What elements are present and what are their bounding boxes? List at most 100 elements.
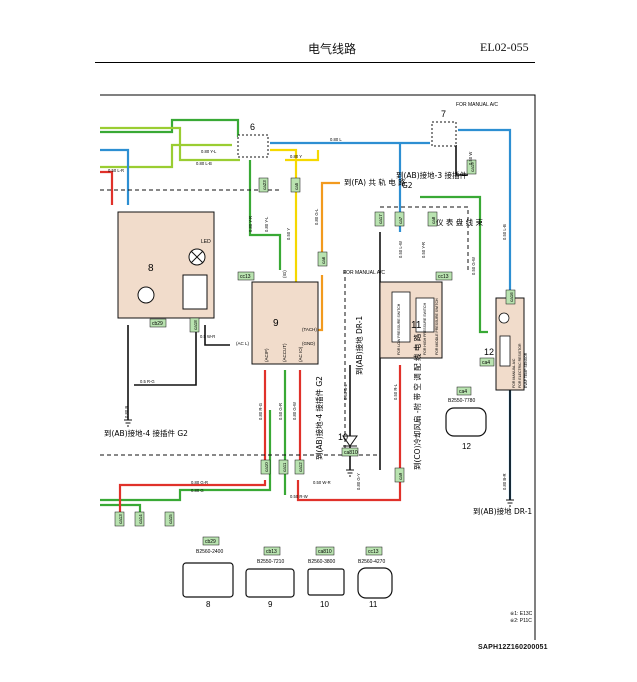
tag-t18-label: ca18: [193, 320, 198, 330]
tag-t23: [258, 177, 269, 193]
label-ab3-b: G2: [402, 181, 413, 190]
header-rule: [95, 62, 535, 63]
tag-t11-label: ca11: [282, 462, 287, 472]
component-12-lbl-b: FOR ELECTRIC RESISTOR: [518, 343, 522, 388]
pin-acio: (AC IO): [298, 346, 303, 362]
wire-label-080l: 0.80 L: [330, 137, 342, 142]
tag-t6: [317, 251, 328, 267]
connector-8-body: [182, 562, 234, 598]
connector-views: cb29 B2560-2400 8 cb13 B2550-7210 9 ca81…: [182, 386, 487, 609]
led-cross-icon: [190, 250, 204, 264]
tag-t8: [427, 211, 438, 227]
tag-cc13-11: [435, 271, 453, 281]
tag-cb29-label: cb29: [152, 321, 163, 327]
component-8-led: LED: [201, 239, 211, 245]
wire-label-050bl: 0.50 B-L: [343, 383, 348, 400]
connector-11-number: 11: [369, 600, 378, 609]
wire-labels: 0.80 L 0.80 Y-L 0.80 Y 0.50 L-R 0.80 L-B…: [108, 137, 507, 499]
component-11-note: FOR MANUAL A/C: [343, 270, 385, 276]
wire-label-050yr: 0.50 Y-R: [421, 242, 426, 258]
label-ab3-a: 到(AB)接地-3 接插件: [396, 170, 467, 180]
connector-10-tag: [315, 546, 335, 556]
diode-icon: [342, 435, 358, 447]
wire-label-050gr: 0.50 G-R: [278, 403, 283, 420]
label-ab1-mid: 到(AB)接地 DR-1: [354, 316, 364, 375]
wire-green-right: [420, 195, 488, 334]
connector-8-number: 8: [206, 600, 211, 609]
wire-label-080gw: 0.80 G-W: [292, 402, 297, 420]
connector-9-number: 9: [268, 600, 273, 609]
wire-label-080lb: 0.80 L-B: [196, 161, 212, 166]
ground-icon-10: [346, 469, 354, 477]
wire-black-8c: [204, 325, 230, 346]
tag-t13: [114, 511, 125, 527]
legend-2: ※2: P11C: [510, 618, 532, 624]
tag-t18: [189, 317, 200, 333]
wire-label-080br: 0.80 B-R: [502, 473, 507, 490]
legend: ※1: E13C ※2: P11C: [510, 611, 533, 624]
tag-t16-label: ca16: [509, 292, 514, 302]
tag-t5-label: ca5: [294, 182, 299, 190]
pin-acip: (ACIP): [264, 348, 269, 362]
label-cooling: 到(CO)冷却风扇 -附 带 空 调 配 线 电 路: [412, 333, 422, 470]
wire-label-080yl2: 0.80 Y-L: [264, 216, 269, 232]
wire-label-050lb: 0.50 L-B: [502, 224, 507, 240]
wire-label-050rl: 0.50 R-L: [393, 383, 398, 400]
component-12-motor-icon: [498, 312, 510, 324]
destination-labels: 到(FA) 共 轨 电 路 到(AB)接地-3 接插件 G2 到(AB)接地-4…: [104, 170, 532, 516]
wire-label-050gw: 0.50 G-W: [471, 257, 476, 275]
component-11-lbl-a: FOR LOW PRESSURE SWITCH: [397, 303, 401, 355]
component-6: 6: [237, 122, 269, 158]
wire-label-050lw: 0.50 L-W: [398, 241, 403, 258]
connector-12-part: B2550-7780: [448, 398, 475, 404]
component-7-body: [431, 121, 457, 147]
connector-10-tag-label: ca810: [318, 549, 332, 555]
wire-label-080y: 0.80 Y: [290, 154, 302, 159]
component-9-number: 9: [273, 318, 279, 329]
wire-label-080gy: 0.80 G-Y: [356, 473, 361, 490]
wire-label-080gl: 0.80 G-L: [314, 208, 319, 225]
connector-11-body: [357, 567, 393, 599]
connector-9-tag-label: cb13: [266, 549, 277, 555]
page-header: 电气线路 EL02-055: [0, 0, 637, 70]
wire-label-050lr: 0.50 L-R: [108, 168, 124, 173]
component-6-body: [237, 134, 269, 158]
component-8: LED 8 cb29: [117, 211, 215, 328]
tag-t17: [374, 211, 385, 227]
tag-ca4-label: ca4: [482, 360, 490, 366]
component-12-resistor: [499, 335, 511, 367]
connector-10-number: 10: [320, 600, 329, 609]
label-panel: 仪 表 盘 线 束: [436, 217, 484, 227]
component-11-switch-a: [391, 291, 411, 343]
page-title: 电气线路: [308, 42, 357, 56]
wire-red-left: [100, 170, 114, 205]
tag-t13-label: ca13: [118, 514, 123, 524]
component-11: 11 FOR MANUAL A/C FOR LOW PRESSURE SWITC…: [343, 270, 453, 359]
tag-cc13-11-label: cc13: [438, 274, 449, 280]
ground-icon-8: [124, 419, 132, 427]
tag-ca810: [341, 447, 359, 457]
tag-t7: [394, 211, 405, 227]
component-11-lbl-b: FOR HIGH PRESSURE SWITCH: [423, 302, 427, 355]
connector-12-tag: [456, 386, 472, 396]
tag-t7-label: ca7: [398, 216, 403, 224]
wire-yellow-2: [285, 150, 320, 162]
tag-t23-label: ca23: [262, 180, 267, 190]
tag-t9-label: ca9: [398, 472, 403, 480]
tag-t14: [134, 511, 145, 527]
wire-label-080g: 0.80 G: [191, 488, 204, 493]
tag-ca810-label: ca810: [344, 450, 358, 456]
component-12-lbl-c: EVAP TEMP SENSOR: [524, 352, 528, 388]
label-ab4-mid: 到(AB)接地-4 接插件 G2: [314, 376, 324, 460]
component-7-number: 7: [441, 109, 446, 119]
component-9: 9 cc13 (IG) (TACH) (GND) (AC L) (ACIP) (…: [236, 270, 319, 365]
connector-11-tag: [365, 546, 383, 556]
component-8-motor-icon: [137, 286, 155, 304]
connector-8-tag-label: cb29: [205, 539, 216, 545]
wire-green-main: [100, 143, 232, 169]
connector-8-tag: [202, 536, 220, 546]
component-10: 10 ca810: [338, 432, 359, 457]
component-7: 7 FOR MANUAL A/C: [431, 102, 498, 147]
wire-label-050rw: 0.50 R-W: [290, 494, 308, 499]
